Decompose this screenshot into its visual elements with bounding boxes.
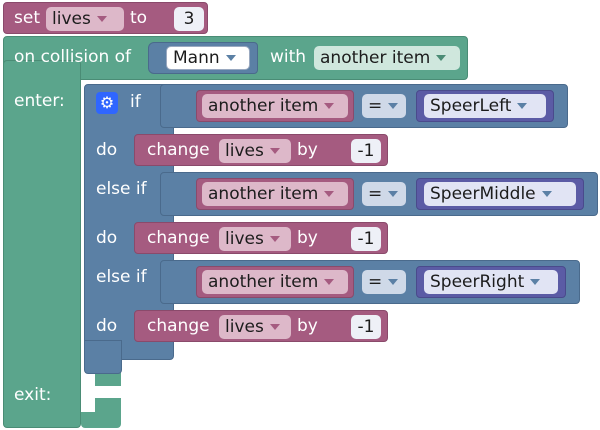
- by-label: by: [297, 228, 318, 248]
- change-variable-dropdown[interactable]: lives: [219, 139, 291, 163]
- operator-value: =: [368, 272, 383, 292]
- change-amount-field[interactable]: -1: [351, 227, 381, 251]
- chevron-down-icon: [541, 191, 552, 197]
- operator-dropdown[interactable]: =: [362, 94, 406, 118]
- condition-right-dropdown[interactable]: SpeerLeft: [424, 94, 546, 118]
- condition-right-value: SpeerMiddle: [430, 184, 536, 204]
- do-label: do: [96, 316, 118, 336]
- change-amount: -1: [357, 317, 375, 337]
- chevron-down-icon: [388, 191, 399, 197]
- operator-value: =: [368, 184, 383, 204]
- set-variable-value: lives: [52, 9, 91, 29]
- condition-left-dropdown[interactable]: another item: [202, 94, 348, 118]
- do-label: do: [96, 228, 118, 248]
- if-block-bottom: [84, 340, 122, 374]
- do-label: do: [96, 140, 118, 160]
- by-label: by: [297, 140, 318, 160]
- if-keyword: if: [130, 92, 141, 112]
- change-amount-field[interactable]: -1: [351, 139, 381, 163]
- chevron-down-icon: [269, 324, 280, 330]
- set-variable-block[interactable]: set lives to 3: [3, 2, 208, 34]
- condition-left-value: another item: [208, 184, 319, 204]
- by-label: by: [297, 316, 318, 336]
- operator-dropdown[interactable]: =: [362, 270, 406, 294]
- else-if-keyword: else if: [96, 267, 147, 287]
- event-spine: [3, 60, 81, 428]
- collision-object-dropdown[interactable]: another item: [314, 46, 460, 70]
- condition-left-value: another item: [208, 272, 319, 292]
- set-value-field[interactable]: 3: [174, 7, 204, 31]
- on-collision-label: on collision of: [14, 47, 132, 67]
- chevron-down-icon: [225, 55, 236, 61]
- condition-left-value: another item: [208, 96, 319, 116]
- collision-object-value: another item: [320, 48, 431, 68]
- chevron-down-icon: [324, 191, 335, 197]
- operator-dropdown[interactable]: =: [362, 182, 406, 206]
- gear-icon[interactable]: ⚙: [96, 92, 118, 114]
- change-variable-block[interactable]: change lives by -1: [134, 134, 388, 166]
- set-value: 3: [183, 9, 195, 29]
- change-variable-block[interactable]: change lives by -1: [134, 222, 388, 254]
- subject-dropdown[interactable]: Mann: [166, 46, 250, 70]
- chevron-down-icon: [517, 103, 528, 109]
- change-amount: -1: [357, 229, 375, 249]
- set-label: set: [14, 8, 40, 28]
- exit-label: exit:: [14, 385, 52, 405]
- with-label: with: [270, 47, 307, 67]
- condition-left-dropdown[interactable]: another item: [202, 270, 348, 294]
- chevron-down-icon: [96, 16, 107, 22]
- condition-left-dropdown[interactable]: another item: [202, 182, 348, 206]
- chevron-down-icon: [324, 279, 335, 285]
- else-if-keyword: else if: [96, 179, 147, 199]
- chevron-down-icon: [388, 279, 399, 285]
- condition-right-value: SpeerLeft: [430, 96, 512, 116]
- change-variable-dropdown[interactable]: lives: [219, 315, 291, 339]
- enter-label: enter:: [14, 91, 65, 111]
- to-label: to: [130, 8, 148, 28]
- subject-value: Mann: [173, 48, 220, 68]
- change-variable-value: lives: [225, 229, 264, 249]
- change-variable-block[interactable]: change lives by -1: [134, 310, 388, 342]
- change-variable-dropdown[interactable]: lives: [219, 227, 291, 251]
- change-amount-field[interactable]: -1: [351, 315, 381, 339]
- chevron-down-icon: [530, 279, 541, 285]
- chevron-down-icon: [269, 236, 280, 242]
- chevron-down-icon: [269, 148, 280, 154]
- condition-right-dropdown[interactable]: SpeerRight: [424, 270, 558, 294]
- change-variable-value: lives: [225, 317, 264, 337]
- operator-value: =: [368, 96, 383, 116]
- change-variable-value: lives: [225, 141, 264, 161]
- chevron-down-icon: [388, 103, 399, 109]
- condition-right-dropdown[interactable]: SpeerMiddle: [424, 182, 576, 206]
- change-label: change: [147, 140, 210, 160]
- set-variable-dropdown[interactable]: lives: [46, 7, 124, 31]
- change-label: change: [147, 316, 210, 336]
- change-label: change: [147, 228, 210, 248]
- chevron-down-icon: [324, 103, 335, 109]
- change-amount: -1: [357, 141, 375, 161]
- chevron-down-icon: [436, 55, 447, 61]
- condition-right-value: SpeerRight: [430, 272, 525, 292]
